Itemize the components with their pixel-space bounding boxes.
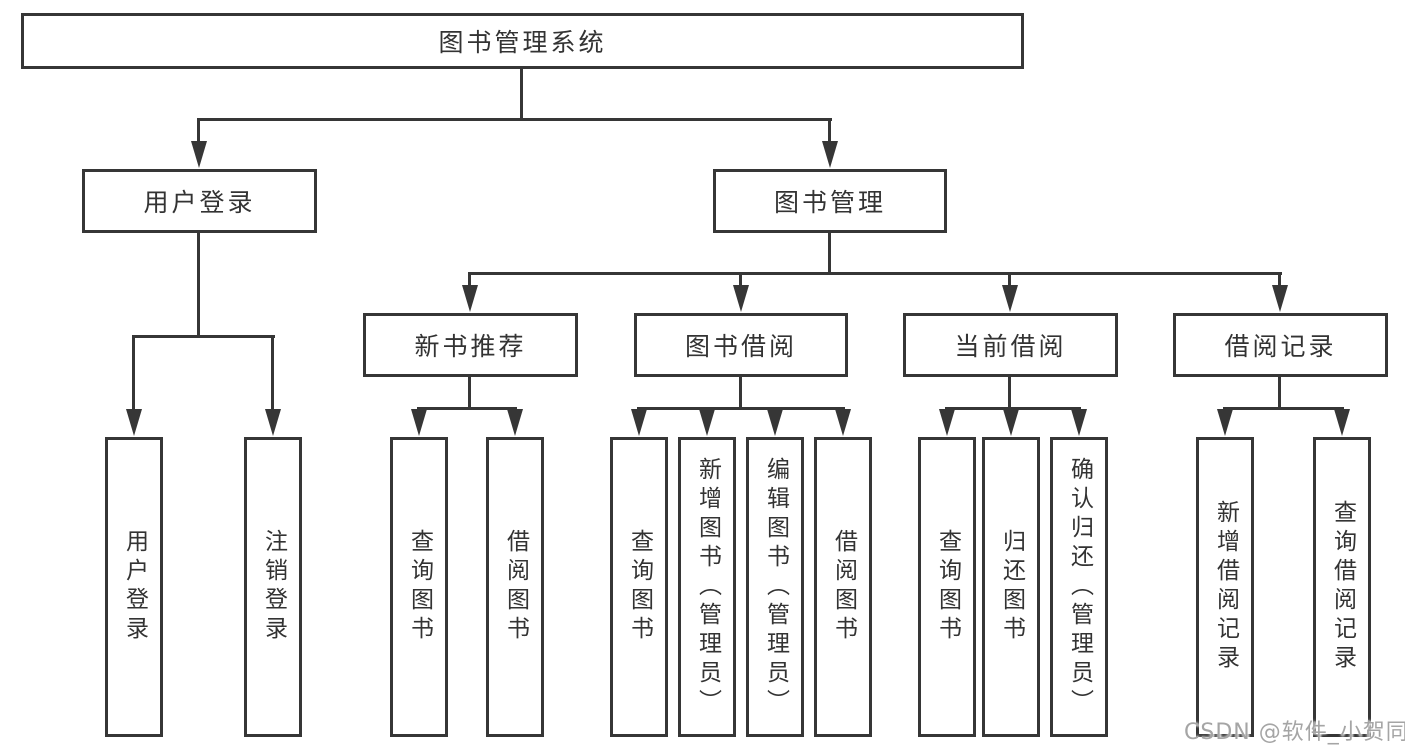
connector-line bbox=[739, 377, 742, 410]
connector-line bbox=[1008, 377, 1011, 410]
connector-line bbox=[132, 335, 135, 412]
arrow-down-icon bbox=[1002, 285, 1018, 312]
node-borrowing-records: 借阅记录 bbox=[1173, 313, 1388, 377]
node-label: 用户登录 bbox=[143, 188, 256, 217]
connector-line bbox=[132, 335, 275, 338]
node-label: 新增借阅记录 bbox=[1212, 500, 1239, 674]
arrow-down-icon bbox=[1071, 409, 1087, 436]
connector-line bbox=[1278, 377, 1281, 410]
connector-line bbox=[828, 118, 831, 146]
connector-line bbox=[1008, 272, 1011, 289]
node-library-management-system: 图书管理系统 bbox=[21, 13, 1024, 69]
arrow-down-icon bbox=[939, 409, 955, 436]
node-label: 借阅图书 bbox=[502, 529, 529, 645]
connector-line bbox=[945, 407, 1081, 410]
leaf-query-borrow-record: 查询借阅记录 bbox=[1313, 437, 1371, 737]
node-current-borrowing: 当前借阅 bbox=[903, 313, 1118, 377]
node-label: 图书借阅 bbox=[684, 332, 797, 361]
leaf-add-borrow-record: 新增借阅记录 bbox=[1196, 437, 1254, 737]
arrow-down-icon bbox=[631, 409, 647, 436]
connector-line bbox=[197, 233, 200, 338]
node-label: 新增图书（管理员） bbox=[694, 456, 721, 718]
arrow-down-icon bbox=[191, 141, 207, 168]
arrow-down-icon bbox=[1003, 409, 1019, 436]
arrow-down-icon bbox=[1272, 285, 1288, 312]
connector-line bbox=[739, 272, 742, 289]
connector-line bbox=[197, 118, 200, 146]
connector-line bbox=[520, 69, 523, 119]
node-label: 查询借阅记录 bbox=[1329, 500, 1356, 674]
connector-line bbox=[1223, 407, 1344, 410]
arrow-down-icon bbox=[1217, 409, 1233, 436]
connector-line bbox=[637, 407, 845, 410]
arrow-down-icon bbox=[462, 285, 478, 312]
leaf-borrow-books-recommend: 借阅图书 bbox=[486, 437, 544, 737]
arrow-down-icon bbox=[411, 409, 427, 436]
node-label: 借阅图书 bbox=[830, 529, 857, 645]
arrow-down-icon bbox=[835, 409, 851, 436]
leaf-borrow-books-borrowing: 借阅图书 bbox=[814, 437, 872, 737]
arrow-down-icon bbox=[822, 141, 838, 168]
node-book-borrowing: 图书借阅 bbox=[634, 313, 848, 377]
leaf-logout: 注销登录 bbox=[244, 437, 302, 737]
connector-line bbox=[417, 407, 517, 410]
leaf-query-books-borrowing: 查询图书 bbox=[610, 437, 668, 737]
csdn-watermark: CSDN @软件_小贺同学 bbox=[1184, 720, 1405, 745]
arrow-down-icon bbox=[1334, 409, 1350, 436]
node-book-management: 图书管理 bbox=[713, 169, 947, 233]
node-label: 图书管理系统 bbox=[438, 28, 607, 57]
arrow-down-icon bbox=[265, 409, 281, 436]
connector-line bbox=[1278, 272, 1281, 289]
arrow-down-icon bbox=[699, 409, 715, 436]
leaf-add-book-admin: 新增图书（管理员） bbox=[678, 437, 736, 737]
leaf-query-books-recommend: 查询图书 bbox=[390, 437, 448, 737]
arrow-down-icon bbox=[767, 409, 783, 436]
arrow-down-icon bbox=[733, 285, 749, 312]
node-user-login: 用户登录 bbox=[82, 169, 317, 233]
leaf-query-books-current: 查询图书 bbox=[918, 437, 976, 737]
node-label: 用户登录 bbox=[121, 529, 148, 645]
connector-line bbox=[271, 335, 274, 412]
node-label: 查询图书 bbox=[626, 529, 653, 645]
node-new-book-recommendation: 新书推荐 bbox=[363, 313, 578, 377]
leaf-user-login: 用户登录 bbox=[105, 437, 163, 737]
node-label: 查询图书 bbox=[934, 529, 961, 645]
node-label: 查询图书 bbox=[406, 529, 433, 645]
connector-line bbox=[468, 377, 471, 410]
node-label: 归还图书 bbox=[998, 529, 1025, 645]
node-label: 新书推荐 bbox=[414, 332, 527, 361]
leaf-edit-book-admin: 编辑图书（管理员） bbox=[746, 437, 804, 737]
arrow-down-icon bbox=[126, 409, 142, 436]
leaf-confirm-return-admin: 确认归还（管理员） bbox=[1050, 437, 1108, 737]
node-label: 编辑图书（管理员） bbox=[762, 456, 789, 718]
leaf-return-book: 归还图书 bbox=[982, 437, 1040, 737]
node-label: 借阅记录 bbox=[1224, 332, 1337, 361]
node-label: 注销登录 bbox=[260, 529, 287, 645]
node-label: 图书管理 bbox=[773, 188, 886, 217]
node-label: 当前借阅 bbox=[954, 332, 1067, 361]
connector-line bbox=[197, 118, 832, 121]
node-label: 确认归还（管理员） bbox=[1066, 456, 1093, 718]
connector-line bbox=[468, 272, 1282, 275]
connector-line bbox=[468, 272, 471, 289]
arrow-down-icon bbox=[507, 409, 523, 436]
connector-line bbox=[828, 233, 831, 275]
